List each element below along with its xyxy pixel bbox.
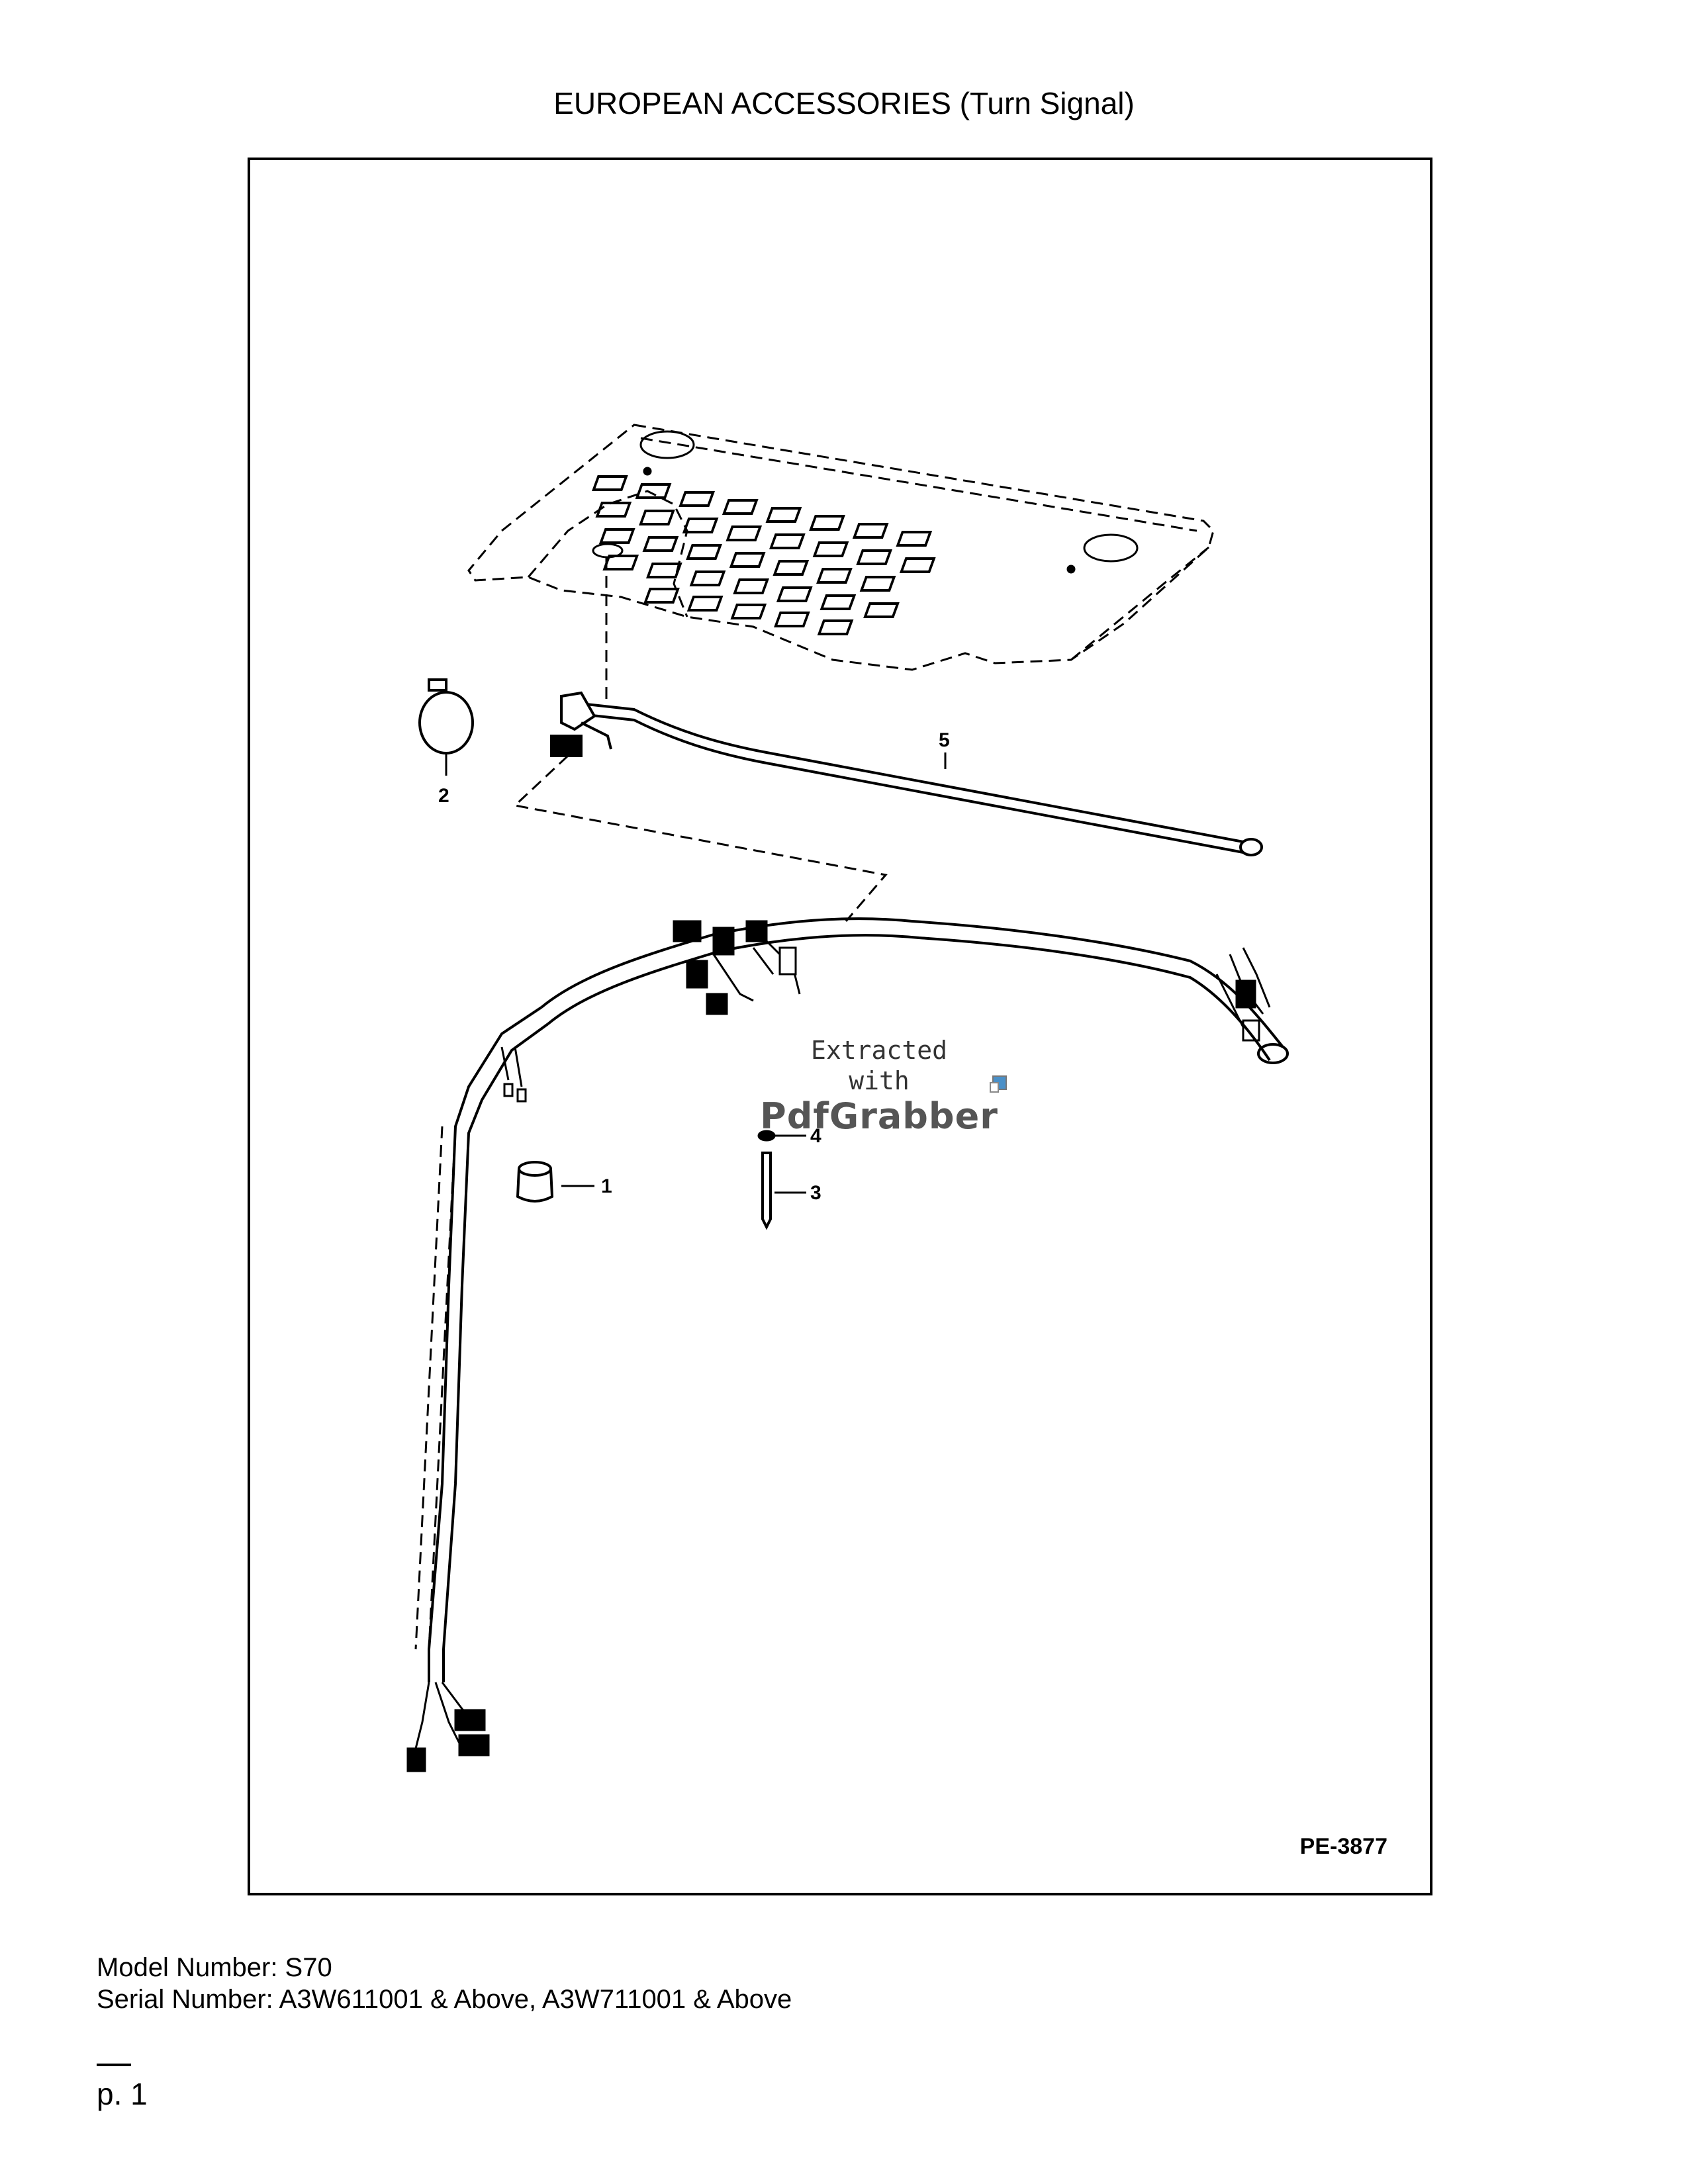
parts-diagram: 2 5 <box>406 424 1289 1772</box>
harness-connector-cluster-bottom <box>406 1682 490 1772</box>
callout-4: 4 <box>810 1125 821 1147</box>
part-1-flasher-relay <box>516 1161 594 1203</box>
figure-code: PE-3877 <box>1299 1834 1387 1859</box>
alignment-lines <box>414 557 888 1650</box>
part-3-screw <box>761 1152 806 1230</box>
page-number-rule <box>97 2064 131 2066</box>
page-number: p. 1 <box>97 2077 148 2111</box>
page-title: EUROPEAN ACCESSORIES (Turn Signal) <box>553 86 1135 120</box>
harness-connector-cluster-center <box>673 920 801 1015</box>
serial-number: Serial Number: A3W611001 & Above, A3W711… <box>97 1985 792 2014</box>
callout-1: 1 <box>601 1175 612 1197</box>
callout-5: 5 <box>939 729 950 751</box>
parts-diagram-frame: 2 5 <box>248 158 1432 1895</box>
callout-3: 3 <box>810 1182 821 1204</box>
model-number: Model Number: S70 <box>97 1953 332 1982</box>
hood-vent-holes <box>592 430 1139 635</box>
part-4-washer <box>757 1130 806 1142</box>
harness-connector-cluster-right <box>1215 947 1271 1042</box>
hood-panel-outline <box>467 424 1215 671</box>
harness-connector-cluster-left <box>500 1046 527 1103</box>
callout-2: 2 <box>438 785 449 807</box>
part-2-cable-tie <box>418 678 474 776</box>
main-wiring-harness <box>428 917 1289 1682</box>
part-5-harness-lead <box>550 691 1263 856</box>
